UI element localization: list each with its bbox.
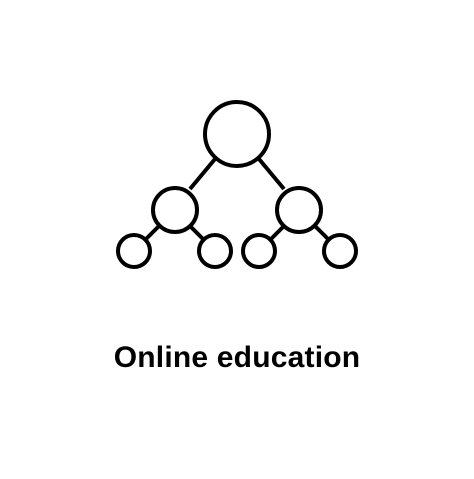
left-leaf-node-circle-1: [116, 233, 152, 269]
connector-right-leaf2: [313, 224, 330, 241]
connector-right-leaf1: [269, 224, 286, 241]
caption-title: Online education: [113, 341, 361, 374]
right-leaf-node-circle-2: [322, 233, 358, 269]
connector-root-left: [188, 157, 217, 191]
connector-left-leaf1: [144, 224, 161, 241]
right-child-node-circle: [275, 186, 323, 234]
left-child-node-circle: [151, 186, 199, 234]
connector-root-right: [257, 157, 286, 191]
left-leaf-node-circle-2: [197, 233, 233, 269]
right-leaf-node-circle-1: [241, 233, 277, 269]
root-node-circle: [203, 100, 271, 168]
connector-left-leaf2: [188, 224, 205, 241]
